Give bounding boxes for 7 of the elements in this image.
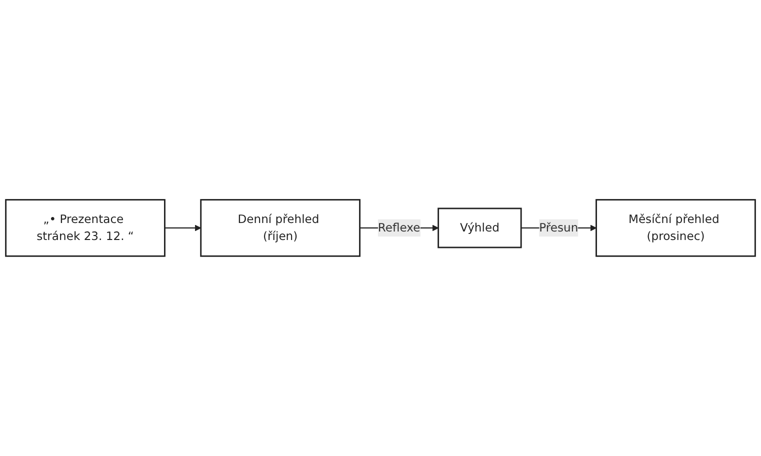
arrow xyxy=(164,224,202,232)
edge-label: Přesun xyxy=(539,220,578,234)
node-box: „• Prezentace stránek 23. 12. “ xyxy=(5,199,166,257)
node-box: Měsíční přehled (prosinec) xyxy=(596,199,756,257)
node-box: Denní přehled (říjen) xyxy=(200,199,360,257)
edge-label: Reflexe xyxy=(378,220,420,234)
node-box: Výhled xyxy=(438,208,522,248)
